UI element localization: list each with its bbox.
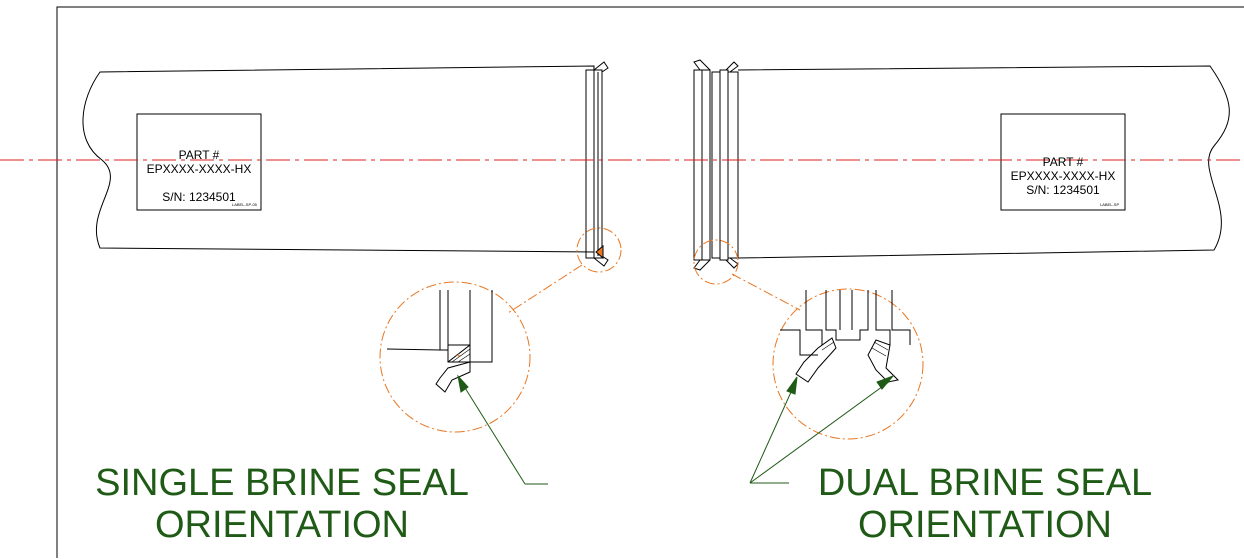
- single-seal-callout-line1: SINGLE BRINE SEAL: [95, 462, 469, 504]
- left-label-box: [136, 113, 262, 211]
- left-label-text: PART # EPXXXX-XXXX-HX S/N: 1234501: [137, 148, 261, 204]
- right-end-cap: [693, 59, 739, 271]
- dual-seal-leader: [749, 374, 895, 484]
- right-label-box: [1000, 113, 1126, 211]
- right-detail-marker: [693, 239, 739, 285]
- left-part-number: EPXXXX-XXXX-HX: [146, 162, 252, 176]
- left-detail-marker: [576, 227, 622, 273]
- left-vessel-body: [82, 65, 595, 253]
- single-seal-detail: +: [379, 281, 531, 433]
- svg-text:+: +: [456, 351, 461, 360]
- right-part-title: PART #: [1042, 155, 1084, 169]
- right-label-text: PART # EPXXXX-XXXX-HX S/N: 1234501: [1001, 155, 1125, 197]
- left-label-tag: LABEL-SP-05: [232, 202, 257, 207]
- right-label-tag: LABEL-SP: [1100, 202, 1120, 207]
- dual-seal-detail: [772, 288, 924, 440]
- right-part-number: EPXXXX-XXXX-HX: [1010, 169, 1116, 183]
- drawing-border: [56, 6, 1244, 558]
- left-end-cap: [585, 61, 609, 267]
- left-serial: S/N: 1234501: [162, 190, 236, 204]
- dual-seal-callout-line2: ORIENTATION: [857, 504, 1113, 546]
- single-seal-callout: SINGLE BRINE SEAL ORIENTATION: [62, 462, 502, 546]
- right-detail-connector: [731, 273, 801, 311]
- left-part-title: PART #: [178, 148, 220, 162]
- single-seal-callout-line2: ORIENTATION: [154, 504, 410, 546]
- left-detail-connector: [507, 264, 583, 314]
- right-vessel-body: [738, 62, 1244, 262]
- right-vessel-outline: [737, 65, 1230, 259]
- single-seal-leader: [457, 374, 548, 485]
- dual-seal-callout-line1: DUAL BRINE SEAL: [817, 462, 1153, 504]
- dual-seal-callout: DUAL BRINE SEAL ORIENTATION: [790, 462, 1180, 546]
- right-serial: S/N: 1234501: [1026, 183, 1100, 197]
